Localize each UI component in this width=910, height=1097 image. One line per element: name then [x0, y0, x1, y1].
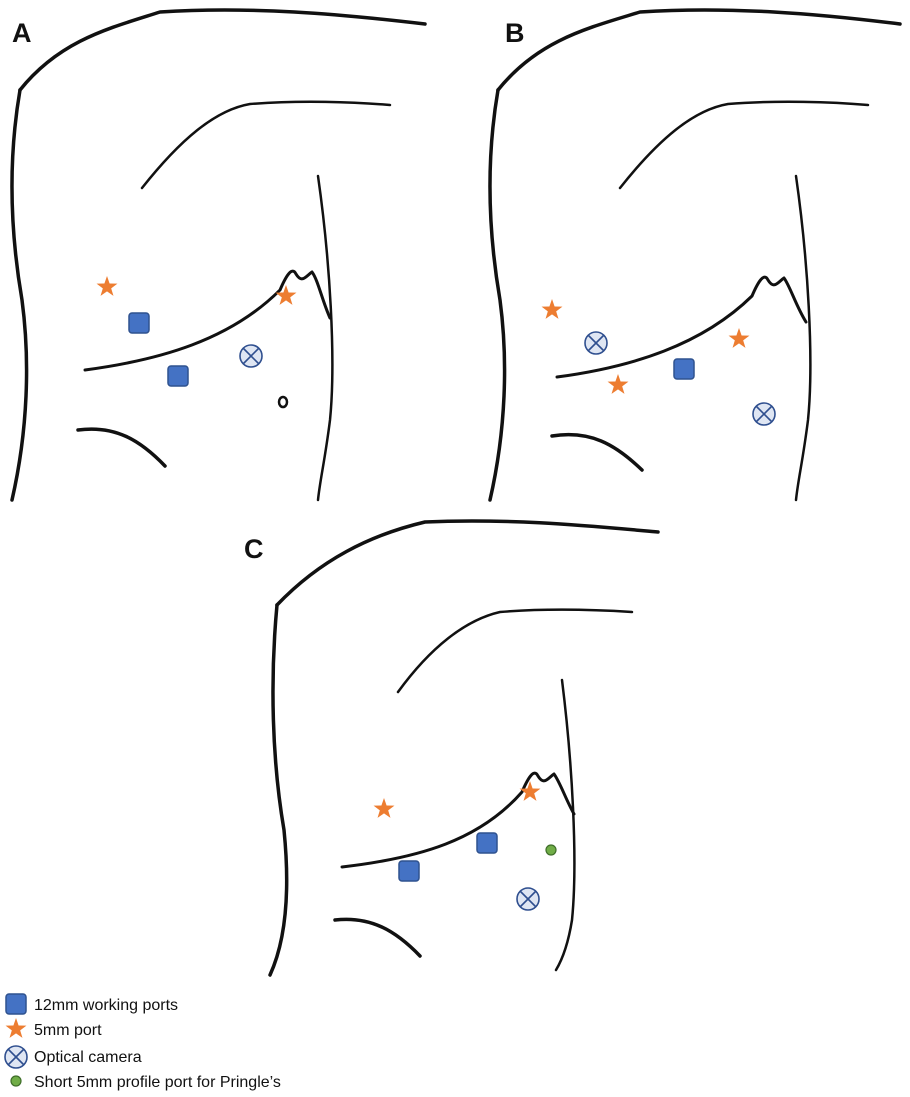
panel-b: B — [488, 8, 902, 502]
panel-a: A — [10, 8, 427, 502]
five-mm-port-marker — [728, 328, 750, 348]
panel-a-label: A — [12, 18, 32, 48]
legend-item-working-port: 12mm working ports — [5, 993, 178, 1015]
five-mm-port-marker — [541, 299, 563, 319]
optical-camera-marker — [516, 887, 540, 911]
rounded-square-icon — [5, 993, 27, 1015]
star-icon — [5, 1018, 27, 1038]
optical-camera-marker — [584, 331, 608, 355]
panel-c: C — [244, 519, 660, 977]
torso-outline — [10, 8, 427, 502]
port-markers — [96, 276, 297, 387]
twelve-mm-port-marker — [398, 860, 420, 882]
twelve-mm-port-marker — [167, 365, 189, 387]
five-mm-port-marker — [373, 798, 395, 818]
legend-item-five-mm-port: 5mm port — [5, 1018, 102, 1039]
port-markers — [373, 781, 557, 911]
five-mm-port-marker — [96, 276, 118, 296]
legend-label: 12mm working ports — [34, 997, 178, 1014]
twelve-mm-port-marker — [476, 832, 498, 854]
legend-item-pringle-port: Short 5mm profile port for Pringle’s — [10, 1074, 281, 1091]
optical-camera-marker — [239, 344, 263, 368]
five-mm-port-marker — [519, 781, 541, 801]
legend-item-optical-camera: Optical camera — [4, 1045, 142, 1069]
torso-outline — [268, 519, 660, 977]
legend-label: Optical camera — [34, 1049, 142, 1066]
legend: 12mm working ports 5mm port Optical came… — [4, 993, 281, 1091]
panel-c-label: C — [244, 534, 264, 564]
panel-b-label: B — [505, 18, 525, 48]
circled-x-icon — [4, 1045, 28, 1069]
five-mm-port-marker — [607, 374, 629, 394]
legend-label: Short 5mm profile port for Pringle’s — [34, 1074, 281, 1091]
port-markers — [541, 299, 776, 426]
torso-outline — [488, 8, 902, 502]
twelve-mm-port-marker — [673, 358, 695, 380]
small-dot-icon — [10, 1075, 22, 1087]
legend-label: 5mm port — [34, 1022, 102, 1039]
five-mm-port-marker — [275, 285, 297, 305]
twelve-mm-port-marker — [128, 312, 150, 334]
optical-camera-marker — [752, 402, 776, 426]
pringle-port-marker — [545, 844, 557, 856]
